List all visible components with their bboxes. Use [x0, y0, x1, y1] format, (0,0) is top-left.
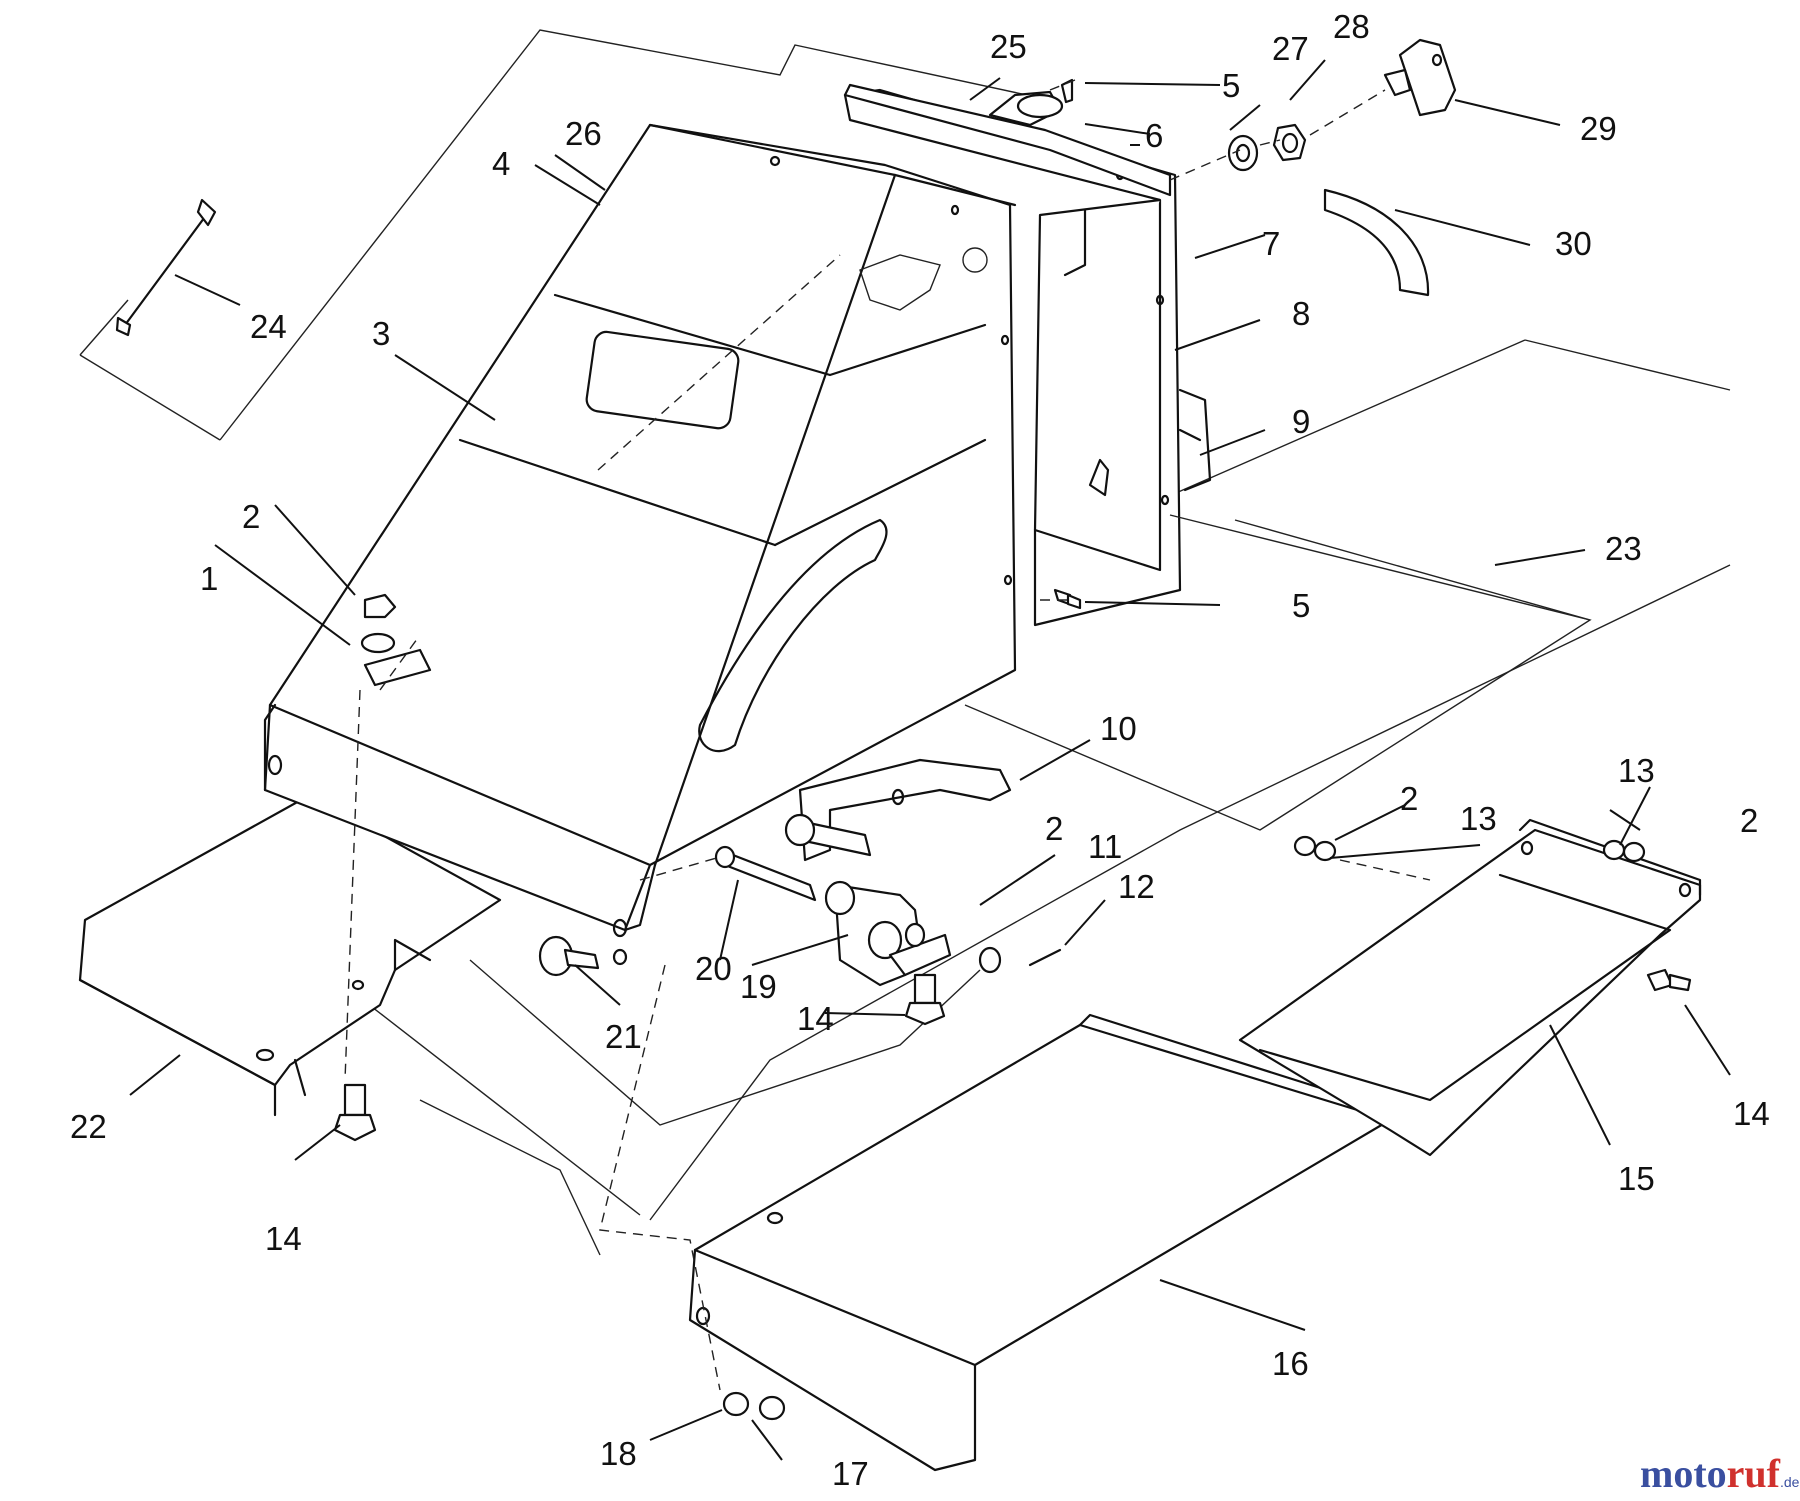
part-21-bolt	[538, 935, 628, 977]
part-22-left-plate	[78, 793, 502, 1117]
part-27-washer	[1227, 134, 1259, 172]
part-5-screw-top	[1060, 78, 1074, 104]
watermark-suffix: .de	[1780, 1474, 1800, 1490]
part-28-nut	[1272, 123, 1307, 162]
callout-24: 24	[250, 308, 287, 345]
callout-6: 6	[1145, 117, 1163, 154]
part-29-switch	[1383, 38, 1457, 117]
callout-16: 16	[1272, 1345, 1309, 1382]
watermark-logo: motoruf.de	[1640, 1451, 1800, 1496]
callout-2c: 2	[1400, 780, 1418, 817]
callout-12: 12	[1118, 868, 1155, 905]
part-3-4-main-housing	[263, 123, 1017, 938]
callout-1: 1	[200, 560, 218, 597]
callout-28: 28	[1333, 8, 1370, 45]
leader-lines	[129, 59, 1731, 1461]
svg-text:motoruf.de: motoruf.de	[1640, 1451, 1800, 1496]
callout-14b: 14	[797, 1000, 834, 1037]
part-15-right-plate	[1238, 818, 1702, 1157]
callout-23: 23	[1605, 530, 1642, 567]
part-11-12-washer-pin	[978, 946, 1062, 974]
callout-2d: 2	[1740, 802, 1758, 839]
callout-19: 19	[740, 968, 777, 1005]
callout-7: 7	[1262, 225, 1280, 262]
part-23-decal	[1169, 514, 1591, 621]
callout-17: 17	[832, 1455, 869, 1492]
callout-9: 9	[1292, 403, 1310, 440]
callout-5a: 5	[1222, 67, 1240, 104]
callout-2a: 2	[242, 498, 260, 535]
phantom-outline	[79, 29, 1051, 441]
part-17-18-washer-nut	[722, 1391, 786, 1421]
callout-22: 22	[70, 1108, 107, 1145]
part-10-handle	[784, 758, 1012, 862]
callout-15: 15	[1618, 1160, 1655, 1197]
callout-18: 18	[600, 1435, 637, 1472]
callout-20: 20	[695, 950, 732, 987]
part-19-hinge	[824, 880, 952, 987]
part-13-2-nuts-right	[1293, 835, 1646, 863]
callout-29: 29	[1580, 110, 1617, 147]
part-14-bolt-right	[1646, 968, 1692, 992]
part-30-decal	[1323, 188, 1430, 297]
part-14-bolt-left	[333, 1083, 377, 1142]
callout-27: 27	[1272, 30, 1309, 67]
callout-30: 30	[1555, 225, 1592, 262]
part-14-bolt-center	[904, 973, 946, 1026]
part-24-cable	[115, 198, 217, 337]
callout-21: 21	[605, 1018, 642, 1055]
watermark-part1: moto	[1640, 1451, 1727, 1496]
callout-10: 10	[1100, 710, 1137, 747]
callout-4: 4	[492, 145, 510, 182]
part-5-screw-mid	[1053, 588, 1082, 610]
callout-8: 8	[1292, 295, 1310, 332]
watermark-part2: ruf	[1727, 1451, 1781, 1496]
callout-14a: 14	[265, 1220, 302, 1257]
callout-labels: 1 2 2 2 2 3 4 5 5 6 7 8 9 10 11 12 13 13…	[70, 8, 1770, 1492]
part-1-2-washer-nut	[360, 593, 432, 687]
callout-2b: 2	[1045, 810, 1063, 847]
part-20-pin	[714, 845, 817, 902]
callout-3: 3	[372, 315, 390, 352]
part-6-grommet	[1016, 93, 1064, 119]
callout-25: 25	[990, 28, 1027, 65]
callout-13a: 13	[1460, 800, 1497, 837]
callout-14c: 14	[1733, 1095, 1770, 1132]
assembly-lines	[344, 79, 1431, 1391]
callout-5b: 5	[1292, 587, 1310, 624]
callout-26: 26	[565, 115, 602, 152]
callout-11: 11	[1088, 828, 1122, 865]
part-16-front-plate	[688, 1013, 1392, 1472]
callout-13b: 13	[1618, 752, 1655, 789]
